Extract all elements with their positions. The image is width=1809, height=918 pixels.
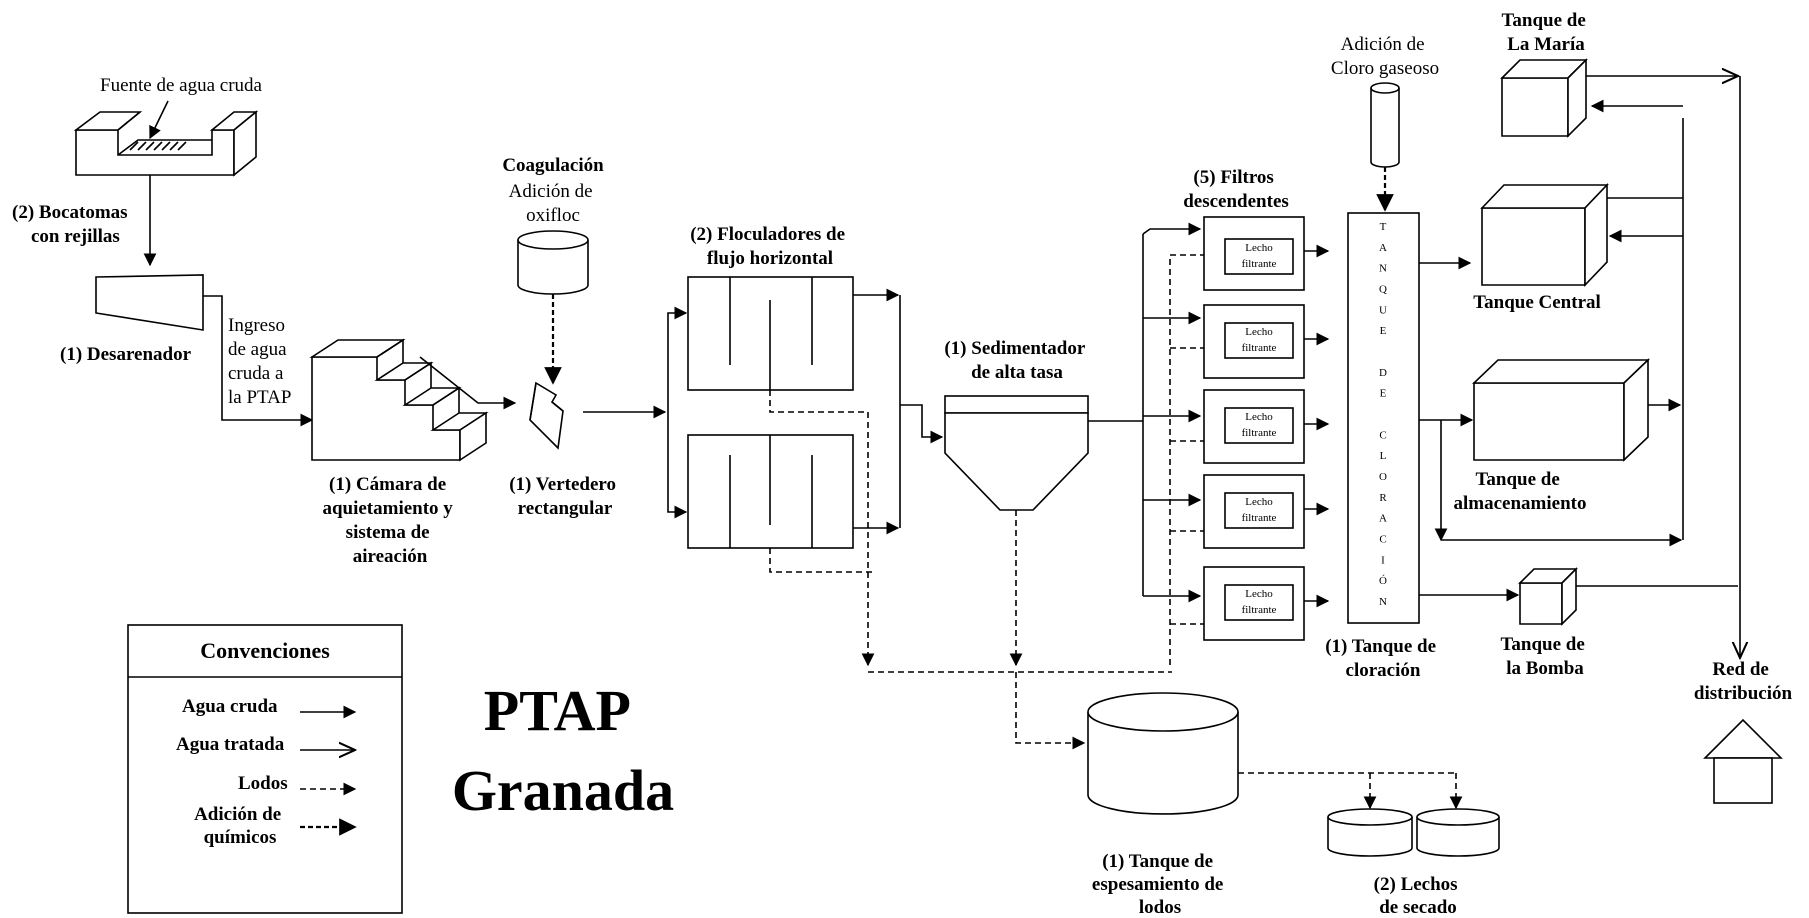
lodos-to-espesamiento xyxy=(1015,672,1086,750)
cloracion-letter: N xyxy=(1379,263,1387,275)
tanque-central-shape xyxy=(1480,183,1609,287)
cloracion-letter: A xyxy=(1379,242,1387,254)
filtro-2: Lecho filtrante xyxy=(1203,304,1330,379)
legend-lodos: Lodos xyxy=(238,773,288,794)
svg-text:filtrante: filtrante xyxy=(1242,512,1277,524)
filtro-1: Lecho filtrante xyxy=(1203,216,1330,291)
arrow-camara-vertedero xyxy=(419,356,517,410)
label-tanque-bomba: Tanque de la Bomba xyxy=(1500,634,1589,679)
lodos-filters-backwash xyxy=(1169,254,1204,665)
arrow-to-filter-1 xyxy=(1142,222,1202,236)
cloracion-letter: Ó xyxy=(1379,575,1387,587)
floculador-1 xyxy=(687,276,854,391)
label-adicion-oxifloc: Adición de oxifloc xyxy=(509,181,598,226)
arrow-fuente xyxy=(149,100,169,140)
label-tanque-cloracion: (1) Tanque de cloración xyxy=(1325,636,1441,681)
label-coagulacion: Coagulación xyxy=(502,155,604,176)
label-espesamiento: (1) Tanque de espesamiento de lodos xyxy=(1092,851,1228,918)
lecho-secado-1 xyxy=(1327,808,1413,857)
legend-agua-cruda: Agua cruda xyxy=(182,696,278,717)
legend-heading: Convenciones xyxy=(200,638,330,663)
svg-text:filtrante: filtrante xyxy=(1242,427,1277,439)
svg-text:filtrante: filtrante xyxy=(1242,342,1277,354)
cloracion-letter: L xyxy=(1380,450,1387,462)
label-lechos-secado: (2) Lechos de secado xyxy=(1374,874,1463,918)
svg-text:Lecho: Lecho xyxy=(1245,411,1273,423)
tanque-maria-shape xyxy=(1500,58,1588,138)
cloracion-letter: D xyxy=(1379,367,1387,379)
legend-box: Convenciones Agua cruda Agua tratada Lod… xyxy=(127,624,403,914)
house-icon xyxy=(1703,718,1783,804)
vertedero-shape xyxy=(529,381,564,450)
label-floculadores: (2) Floculadores de flujo horizontal xyxy=(690,224,850,269)
label-tanque-maria: Tanque de La María xyxy=(1501,10,1590,55)
desarenador-shape xyxy=(95,274,204,331)
svg-text:Lecho: Lecho xyxy=(1245,496,1273,508)
cloracion-letter: E xyxy=(1380,388,1387,400)
cloracion-letter: I xyxy=(1381,554,1385,566)
label-tanque-almacenamiento: Tanque de almacenamiento xyxy=(1454,469,1587,514)
label-filtros: (5) Filtros descendentes xyxy=(1183,167,1289,212)
label-red: Red de distribución xyxy=(1694,659,1793,704)
oxifloc-tank xyxy=(517,230,589,295)
svg-text:Lecho: Lecho xyxy=(1245,588,1273,600)
cloracion-letter: O xyxy=(1379,471,1387,483)
legend-quimicos: Adición de químicos xyxy=(194,804,286,848)
lodos-floc1 xyxy=(769,390,875,667)
cloracion-letter: E xyxy=(1380,325,1387,337)
label-tanque-central: Tanque Central xyxy=(1473,292,1601,313)
label-desarenador: (1) Desarenador xyxy=(60,344,192,365)
label-bocatomas: (2) Bocatomas con rejillas xyxy=(12,202,132,247)
sedimentador-shape xyxy=(944,395,1089,511)
cloracion-letter: C xyxy=(1379,429,1386,441)
filtro-3: Lecho filtrante xyxy=(1203,389,1330,464)
floculador-2 xyxy=(687,434,854,549)
tanque-espesamiento-shape xyxy=(1087,692,1239,815)
arrow-floc-to-sedimentador xyxy=(899,295,942,528)
tanque-almacenamiento-shape xyxy=(1472,358,1650,462)
cloracion-letter: Q xyxy=(1379,284,1387,296)
cloracion-letter: N xyxy=(1379,596,1387,608)
bocatoma-shape xyxy=(73,110,259,177)
svg-text:Lecho: Lecho xyxy=(1245,326,1273,338)
filtro-5: Lecho filtrante xyxy=(1203,566,1330,641)
arrow-desarenador-camara xyxy=(203,295,314,427)
label-ingreso: Ingreso de agua cruda a la PTAP xyxy=(228,315,291,408)
label-adicion-cloro: Adición de Cloro gaseoso xyxy=(1331,34,1439,79)
arrow-split-floc-bottom xyxy=(667,412,688,519)
label-fuente: Fuente de agua cruda xyxy=(100,75,263,96)
diagram-title: PTAP Granada xyxy=(452,678,674,823)
svg-text:filtrante: filtrante xyxy=(1242,604,1277,616)
lecho-secado-2 xyxy=(1416,808,1500,857)
legend-agua-tratada: Agua tratada xyxy=(176,734,285,755)
filtro-4: Lecho filtrante xyxy=(1203,474,1330,549)
arrow-split-floc-top xyxy=(667,306,688,412)
camara-shape xyxy=(309,338,489,462)
cloracion-letter: U xyxy=(1379,304,1387,316)
cloracion-letter: C xyxy=(1379,534,1386,546)
label-camara: (1) Cámara de aquietamiento y sistema de… xyxy=(322,474,457,567)
label-vertedero: (1) Vertedero rectangular xyxy=(509,474,621,519)
svg-text:filtrante: filtrante xyxy=(1242,258,1277,270)
tanque-bomba-shape xyxy=(1518,567,1578,626)
svg-text:Lecho: Lecho xyxy=(1245,242,1273,254)
label-sedimentador: (1) Sedimentador de alta tasa xyxy=(944,338,1089,383)
cloracion-letter: T xyxy=(1380,221,1387,233)
cloro-cylinder xyxy=(1370,82,1400,168)
lodos-floc2 xyxy=(769,548,875,573)
cloracion-letter: R xyxy=(1379,492,1387,504)
cloracion-letter: A xyxy=(1379,513,1387,525)
